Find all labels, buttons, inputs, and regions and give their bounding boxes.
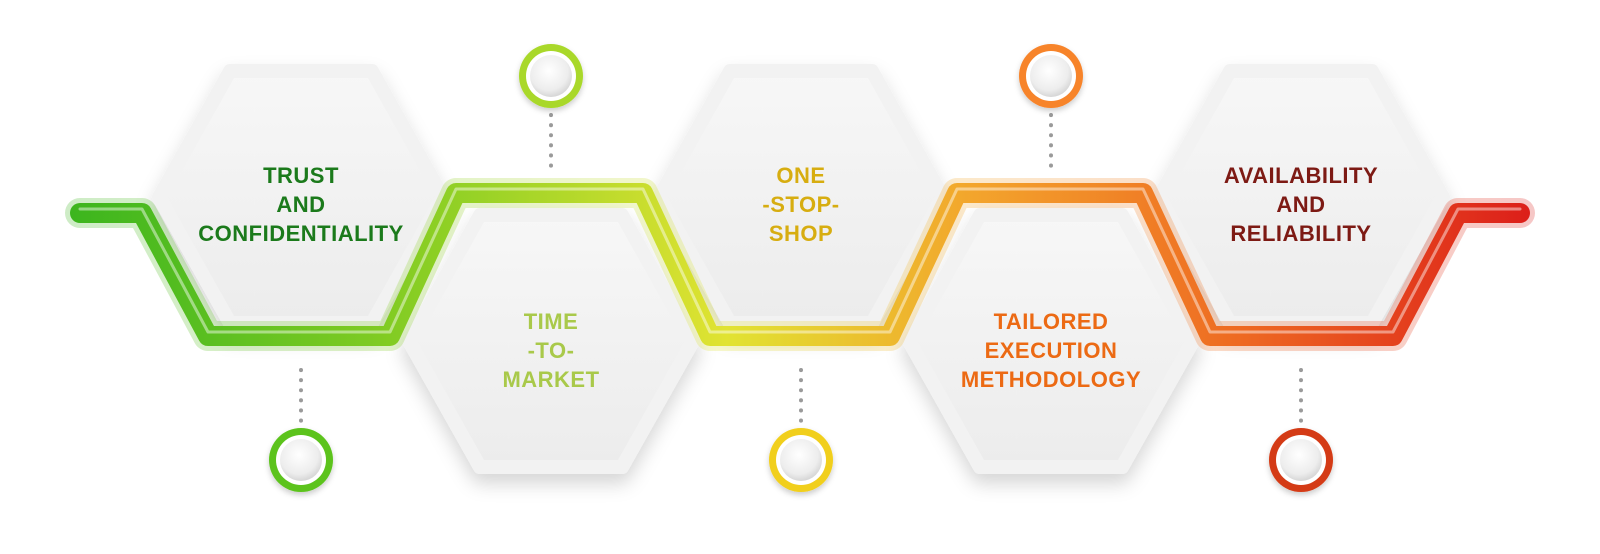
step-label-line: AND — [1276, 192, 1326, 217]
ring-knob — [280, 439, 322, 481]
step-label-trust: TRUST AND CONFIDENTIALITY — [171, 161, 431, 248]
ring-marker-availability — [1269, 428, 1333, 492]
step-label-line: TAILORED — [993, 309, 1109, 334]
step-label-line: METHODOLOGY — [960, 367, 1142, 392]
step-label-line: TRUST — [263, 163, 339, 188]
ring-marker-tailored-execution — [1019, 44, 1083, 108]
hexagon-time-to-market — [402, 208, 700, 474]
step-label-line: EXECUTION — [984, 338, 1118, 363]
ring-markers — [269, 44, 1333, 492]
step-label-line: -TO- — [527, 338, 575, 363]
step-label-time-to-market: TIME -TO- MARKET — [421, 307, 681, 394]
progress-path — [65, 178, 1535, 351]
step-label-line: RELIABILITY — [1230, 221, 1372, 246]
hexagon-group — [152, 64, 1450, 474]
path-main — [70, 183, 1530, 346]
step-label-line: AND — [276, 192, 326, 217]
ring-marker-trust — [269, 428, 333, 492]
path-highlight — [78, 187, 1522, 334]
step-label-line: AVAILABILITY — [1223, 163, 1379, 188]
ring-knob — [530, 55, 572, 97]
step-label-availability: AVAILABILITY AND RELIABILITY — [1171, 161, 1431, 248]
ring-knob — [1280, 439, 1322, 481]
step-label-line: TIME — [523, 309, 579, 334]
step-label-line: SHOP — [768, 221, 834, 246]
step-label-line: -STOP- — [762, 192, 840, 217]
step-label-one-stop-shop: ONE -STOP- SHOP — [671, 161, 931, 248]
step-label-tailored-execution: TAILORED EXECUTION METHODOLOGY — [921, 307, 1181, 394]
ring-knob — [780, 439, 822, 481]
ring-marker-one-stop-shop — [769, 428, 833, 492]
connector-lines — [299, 113, 1303, 427]
step-label-line: CONFIDENTIALITY — [198, 221, 404, 246]
step-label-line: MARKET — [502, 367, 600, 392]
ring-knob — [1030, 55, 1072, 97]
ring-marker-time-to-market — [519, 44, 583, 108]
step-label-line: ONE — [776, 163, 826, 188]
hexagon-tailored-execution — [902, 208, 1200, 474]
